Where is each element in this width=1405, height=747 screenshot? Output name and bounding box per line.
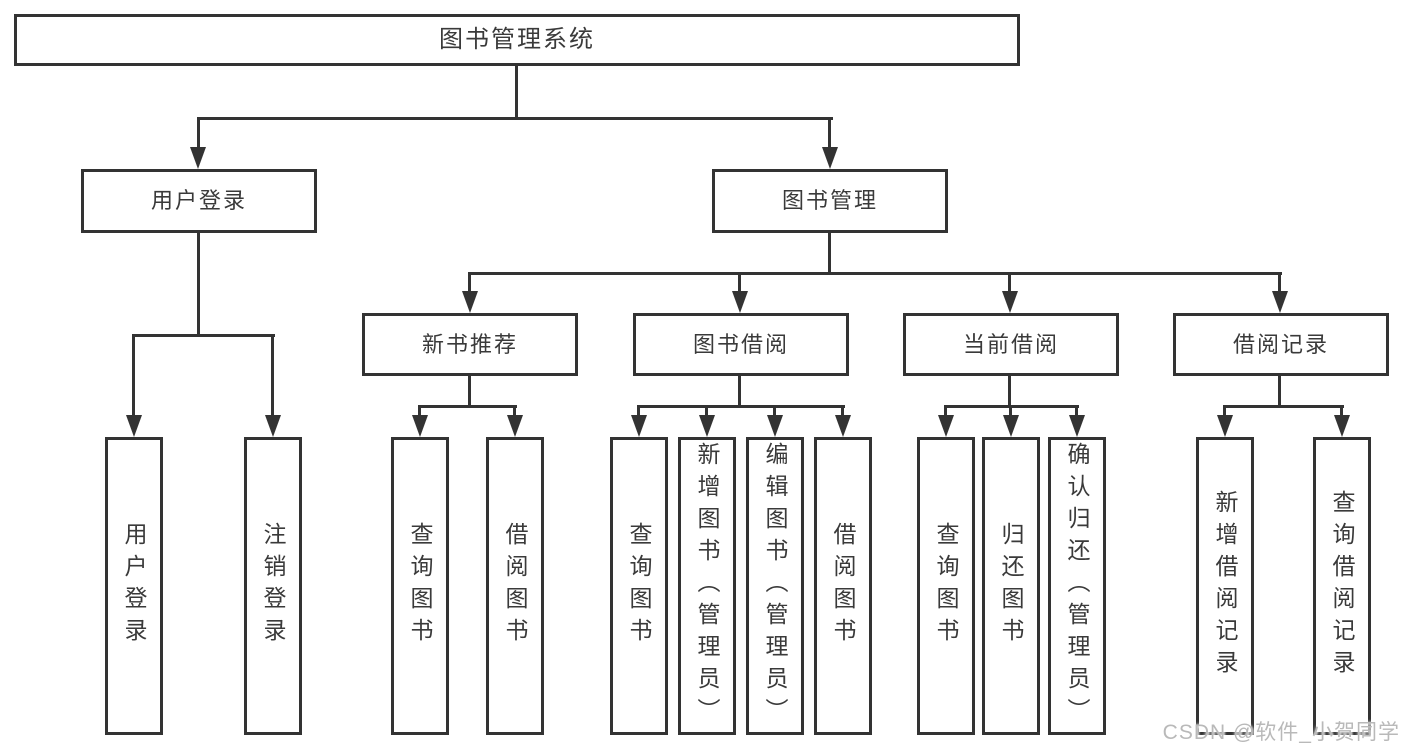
- arrowhead: [190, 147, 206, 169]
- connector-line: [828, 233, 831, 275]
- connector-line: [132, 334, 275, 337]
- connector-line: [738, 272, 741, 294]
- connector-line: [197, 117, 200, 150]
- arrowhead: [462, 291, 478, 313]
- connector-line: [418, 405, 517, 408]
- leaf-borrow-books: 借阅图书: [814, 437, 872, 735]
- connector-line: [197, 233, 200, 337]
- connector-line: [271, 334, 274, 418]
- arrowhead: [1334, 415, 1350, 437]
- arrowhead: [631, 415, 647, 437]
- connector-line: [1278, 376, 1281, 408]
- leaf-return-book: 归还图书: [982, 437, 1040, 735]
- connector-line: [828, 117, 831, 150]
- connector-line: [773, 405, 776, 418]
- node-book-borrowing: 图书借阅: [633, 313, 849, 376]
- connector-line: [841, 405, 844, 418]
- arrowhead: [412, 415, 428, 437]
- connector-line: [1278, 272, 1281, 294]
- leaf-add-book-admin: 新增图书（管理员）: [678, 437, 736, 735]
- leaf-query-books-borrowing: 查询图书: [610, 437, 668, 735]
- connector-line: [1223, 405, 1226, 418]
- node-library-system: 图书管理系统: [14, 14, 1020, 66]
- connector-line: [1008, 376, 1011, 408]
- node-borrowing-records: 借阅记录: [1173, 313, 1389, 376]
- arrowhead: [822, 147, 838, 169]
- connector-line: [418, 405, 421, 418]
- node-book-management: 图书管理: [712, 169, 948, 233]
- node-user-login: 用户登录: [81, 169, 317, 233]
- arrowhead: [938, 415, 954, 437]
- arrowhead: [1002, 291, 1018, 313]
- connector-line: [1009, 405, 1012, 418]
- leaf-edit-book-admin: 编辑图书（管理员）: [746, 437, 804, 735]
- leaf-user-login: 用户登录: [105, 437, 163, 735]
- arrowhead: [835, 415, 851, 437]
- leaf-confirm-return-admin: 确认归还（管理员）: [1048, 437, 1106, 735]
- connector-line: [515, 66, 518, 120]
- connector-line: [944, 405, 947, 418]
- leaf-query-borrow-record: 查询借阅记录: [1313, 437, 1371, 735]
- connector-line: [1008, 272, 1011, 294]
- leaf-add-borrow-record: 新增借阅记录: [1196, 437, 1254, 735]
- arrowhead: [767, 415, 783, 437]
- leaf-borrow-books-recommend: 借阅图书: [486, 437, 544, 735]
- arrowhead: [1272, 291, 1288, 313]
- connector-line: [705, 405, 708, 418]
- connector-line: [197, 117, 833, 120]
- connector-line: [637, 405, 845, 408]
- arrowhead: [507, 415, 523, 437]
- arrowhead: [1003, 415, 1019, 437]
- arrowhead: [732, 291, 748, 313]
- connector-line: [468, 376, 471, 408]
- connector-line: [468, 272, 471, 294]
- watermark: CSDN @软件_小贺同学: [1162, 721, 1400, 744]
- connector-line: [1223, 405, 1344, 408]
- connector-line: [637, 405, 640, 418]
- connector-line: [1340, 405, 1343, 418]
- connector-line: [513, 405, 516, 418]
- arrowhead: [126, 415, 142, 437]
- connector-line: [738, 376, 741, 408]
- arrowhead: [699, 415, 715, 437]
- arrowhead: [265, 415, 281, 437]
- connector-line: [468, 272, 1282, 275]
- arrowhead: [1069, 415, 1085, 437]
- connector-line: [132, 334, 135, 418]
- leaf-query-books-recommend: 查询图书: [391, 437, 449, 735]
- node-new-book-recommendation: 新书推荐: [362, 313, 578, 376]
- leaf-logout: 注销登录: [244, 437, 302, 735]
- leaf-query-books-current: 查询图书: [917, 437, 975, 735]
- connector-line: [1075, 405, 1078, 418]
- arrowhead: [1217, 415, 1233, 437]
- node-current-borrowing: 当前借阅: [903, 313, 1119, 376]
